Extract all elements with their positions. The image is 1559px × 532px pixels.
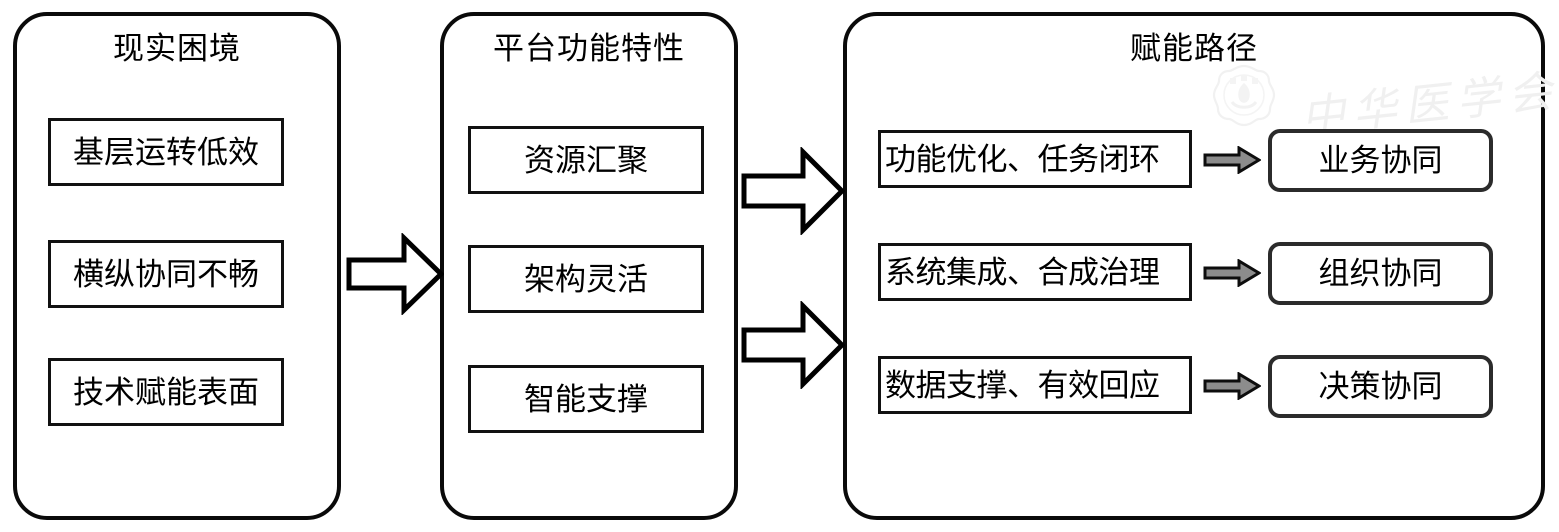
item-box-superficial-tech[interactable]: 技术赋能表面 bbox=[48, 358, 284, 426]
arrow-platform-to-paths-lower-icon bbox=[741, 301, 845, 389]
item-label: 智能支撑 bbox=[524, 381, 648, 417]
item-box-resource-aggregation[interactable]: 资源汇聚 bbox=[468, 126, 704, 194]
path-effect-box-decision[interactable]: 决策协同 bbox=[1268, 355, 1493, 418]
item-box-grassroots-inefficiency[interactable]: 基层运转低效 bbox=[48, 118, 284, 186]
arrow-platform-to-paths-upper-icon bbox=[741, 147, 845, 235]
item-box-flexible-architecture[interactable]: 架构灵活 bbox=[468, 245, 704, 313]
item-label: 架构灵活 bbox=[524, 261, 648, 297]
path-cause-box-business[interactable]: 功能优化、任务闭环 bbox=[878, 130, 1192, 188]
small-arrow-row-1 bbox=[1203, 146, 1261, 174]
panel-title-empowerment-paths: 赋能路径 bbox=[1130, 31, 1258, 66]
item-label: 横纵协同不畅 bbox=[73, 256, 259, 292]
arrow-dilemma-to-platform-icon bbox=[346, 233, 444, 315]
path-effect-label: 组织协同 bbox=[1318, 256, 1443, 291]
path-effect-box-business[interactable]: 业务协同 bbox=[1268, 129, 1493, 192]
small-arrow-row-2 bbox=[1203, 259, 1261, 287]
path-cause-box-decision[interactable]: 数据支撑、有效回应 bbox=[878, 356, 1192, 414]
small-arrow-row-3 bbox=[1203, 372, 1261, 400]
item-box-intelligent-support[interactable]: 智能支撑 bbox=[468, 365, 704, 433]
path-effect-label: 业务协同 bbox=[1318, 143, 1443, 178]
path-effect-label: 决策协同 bbox=[1318, 369, 1443, 404]
panel-title-reality-dilemma: 现实困境 bbox=[113, 31, 241, 66]
path-effect-box-organization[interactable]: 组织协同 bbox=[1268, 242, 1493, 305]
path-cause-label: 系统集成、合成治理 bbox=[885, 254, 1160, 290]
item-label: 基层运转低效 bbox=[73, 134, 259, 170]
path-cause-label: 数据支撑、有效回应 bbox=[885, 367, 1160, 403]
item-label: 资源汇聚 bbox=[524, 142, 648, 178]
panel-title-platform-features: 平台功能特性 bbox=[493, 31, 685, 66]
item-label: 技术赋能表面 bbox=[73, 374, 259, 410]
path-cause-box-organization[interactable]: 系统集成、合成治理 bbox=[878, 243, 1192, 301]
item-box-coordination-blocked[interactable]: 横纵协同不畅 bbox=[48, 240, 284, 308]
path-cause-label: 功能优化、任务闭环 bbox=[885, 141, 1160, 177]
